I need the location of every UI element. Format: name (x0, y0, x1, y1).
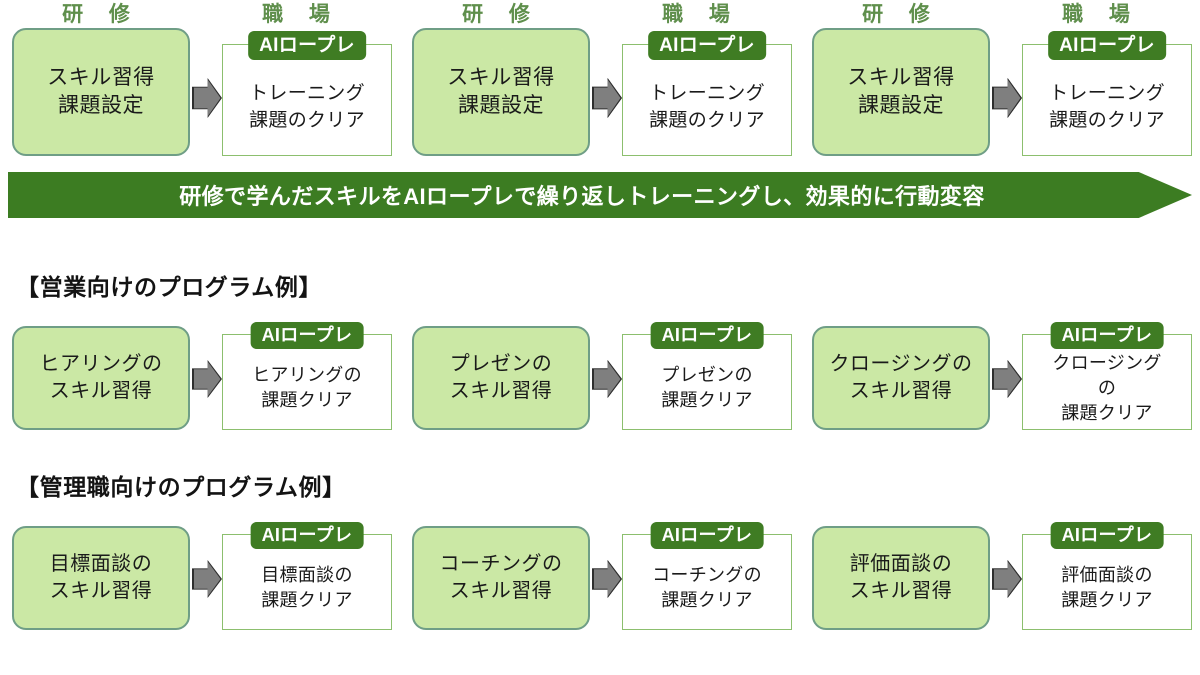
skill-card-text: 目標面談のスキル習得 (49, 553, 153, 602)
practice-card-text: クロージングの課題クリア (1052, 352, 1162, 423)
skill-card-text: クロージングのスキル習得 (829, 353, 973, 402)
skill-card-text: プレゼンのスキル習得 (449, 353, 553, 402)
cycle-group-1: 研 修 職 場 スキル習得課題設定 AIロープレ トレーニング課題のクリア (0, 0, 400, 162)
flow-arrow-right-icon-connector-2 (992, 78, 1022, 118)
cycle-group-3: 研 修 職 場 スキル習得課題設定 AIロープレ トレーニング課題のクリア (800, 0, 1200, 162)
practice-card[interactable]: AIロープレ クロージングの課題クリア (1022, 322, 1192, 430)
practice-card[interactable]: AIロープレ コーチングの課題クリア (622, 522, 792, 630)
stage-label-training: 研 修 (862, 3, 940, 26)
ai-roleplay-badge: AIロープレ (650, 522, 764, 549)
training-card-text: スキル習得課題設定 (47, 66, 155, 117)
stage-label-workplace: 職 場 (1062, 3, 1140, 26)
workplace-card[interactable]: AIロープレ トレーニング課題のクリア (1022, 31, 1192, 156)
flow-arrow-right-icon (192, 360, 222, 398)
ai-roleplay-badge: AIロープレ (1050, 522, 1164, 549)
ai-roleplay-badge: AIロープレ (248, 31, 366, 60)
management-program-title: 【管理職向けのプログラム例】 (16, 474, 346, 500)
workplace-card[interactable]: AIロープレ トレーニング課題のクリア (222, 31, 392, 156)
workplace-card-text: トレーニング課題のクリア (249, 83, 365, 131)
ai-roleplay-badge: AIロープレ (648, 31, 766, 60)
arrow-fill (193, 561, 221, 597)
skill-card[interactable]: ヒアリングのスキル習得 (12, 326, 190, 430)
sales-step-3: クロージングのスキル習得 AIロープレ クロージングの課題クリア (800, 318, 1200, 438)
training-card[interactable]: スキル習得課題設定 (412, 28, 590, 156)
practice-card[interactable]: AIロープレ ヒアリングの課題クリア (222, 322, 392, 430)
training-card-text: スキル習得課題設定 (447, 66, 555, 117)
arrow-fill (593, 361, 621, 397)
ai-roleplay-badge: AIロープレ (1050, 322, 1164, 349)
practice-card-text: プレゼンの課題クリア (661, 365, 753, 410)
practice-card-text: 目標面談の課題クリア (261, 565, 353, 610)
skill-card[interactable]: 目標面談のスキル習得 (12, 526, 190, 630)
training-card[interactable]: スキル習得課題設定 (12, 28, 190, 156)
cycle-group-2: 研 修 職 場 スキル習得課題設定 AIロープレ トレーニング課題のクリア (400, 0, 800, 162)
flow-arrow-right-icon-connector-2 (992, 360, 1022, 398)
training-card-text: スキル習得課題設定 (847, 66, 955, 117)
stage-label-workplace: 職 場 (662, 3, 740, 26)
workplace-card[interactable]: AIロープレ トレーニング課題のクリア (622, 31, 792, 156)
summary-banner-text: 研修で学んだスキルをAIロープレで繰り返しトレーニングし、効果的に行動変容 (179, 184, 985, 209)
stage-label-training: 研 修 (462, 3, 540, 26)
management-program-row: 目標面談のスキル習得 AIロープレ 目標面談の課題クリア コーチングのスキル習得… (0, 518, 1200, 638)
training-workplace-cycle-row: 研 修 職 場 スキル習得課題設定 AIロープレ トレーニング課題のクリア 研 … (0, 0, 1200, 162)
skill-card[interactable]: 評価面談のスキル習得 (812, 526, 990, 630)
ai-roleplay-badge: AIロープレ (1048, 31, 1166, 60)
skill-card[interactable]: クロージングのスキル習得 (812, 326, 990, 430)
practice-card-text: ヒアリングの課題クリア (252, 365, 362, 410)
skill-card-text: コーチングのスキル習得 (439, 553, 563, 602)
flow-arrow-right-icon-connector-1 (592, 78, 622, 118)
sales-program-title: 【営業向けのプログラム例】 (16, 274, 323, 300)
flow-arrow-right-icon-connector-2 (992, 560, 1022, 598)
practice-card-text: コーチングの課題クリア (652, 565, 762, 610)
practice-card[interactable]: AIロープレ プレゼンの課題クリア (622, 322, 792, 430)
arrow-fill (193, 361, 221, 397)
stage-label-training: 研 修 (62, 3, 140, 26)
management-step-3: 評価面談のスキル習得 AIロープレ 評価面談の課題クリア (800, 518, 1200, 638)
arrow-fill (993, 561, 1021, 597)
stage-label-workplace: 職 場 (262, 3, 340, 26)
arrow-fill (193, 79, 221, 117)
skill-card-text: ヒアリングのスキル習得 (39, 353, 163, 402)
ai-roleplay-badge: AIロープレ (250, 322, 364, 349)
summary-banner: 研修で学んだスキルをAIロープレで繰り返しトレーニングし、効果的に行動変容 (8, 172, 1192, 218)
sales-step-1: ヒアリングのスキル習得 AIロープレ ヒアリングの課題クリア (0, 318, 400, 438)
skill-card[interactable]: コーチングのスキル習得 (412, 526, 590, 630)
sales-step-2: プレゼンのスキル習得 AIロープレ プレゼンの課題クリア (400, 318, 800, 438)
training-card[interactable]: スキル習得課題設定 (812, 28, 990, 156)
arrow-fill (593, 79, 621, 117)
flow-arrow-right-icon-connector-1 (592, 560, 622, 598)
flow-arrow-right-icon (192, 560, 222, 598)
sales-program-row: ヒアリングのスキル習得 AIロープレ ヒアリングの課題クリア プレゼンのスキル習… (0, 318, 1200, 438)
workplace-card-text: トレーニング課題のクリア (649, 83, 765, 131)
ai-roleplay-badge: AIロープレ (650, 322, 764, 349)
arrow-fill (593, 561, 621, 597)
ai-roleplay-badge: AIロープレ (250, 522, 364, 549)
arrow-fill (993, 361, 1021, 397)
practice-card[interactable]: AIロープレ 目標面談の課題クリア (222, 522, 392, 630)
skill-card[interactable]: プレゼンのスキル習得 (412, 326, 590, 430)
skill-card-text: 評価面談のスキル習得 (849, 553, 953, 602)
practice-card-text: 評価面談の課題クリア (1061, 565, 1153, 610)
practice-card[interactable]: AIロープレ 評価面談の課題クリア (1022, 522, 1192, 630)
management-step-1: 目標面談のスキル習得 AIロープレ 目標面談の課題クリア (0, 518, 400, 638)
flow-arrow-right-icon (192, 78, 222, 118)
workplace-card-text: トレーニング課題のクリア (1049, 83, 1165, 131)
flow-arrow-right-icon-connector-1 (592, 360, 622, 398)
arrow-fill (993, 79, 1021, 117)
